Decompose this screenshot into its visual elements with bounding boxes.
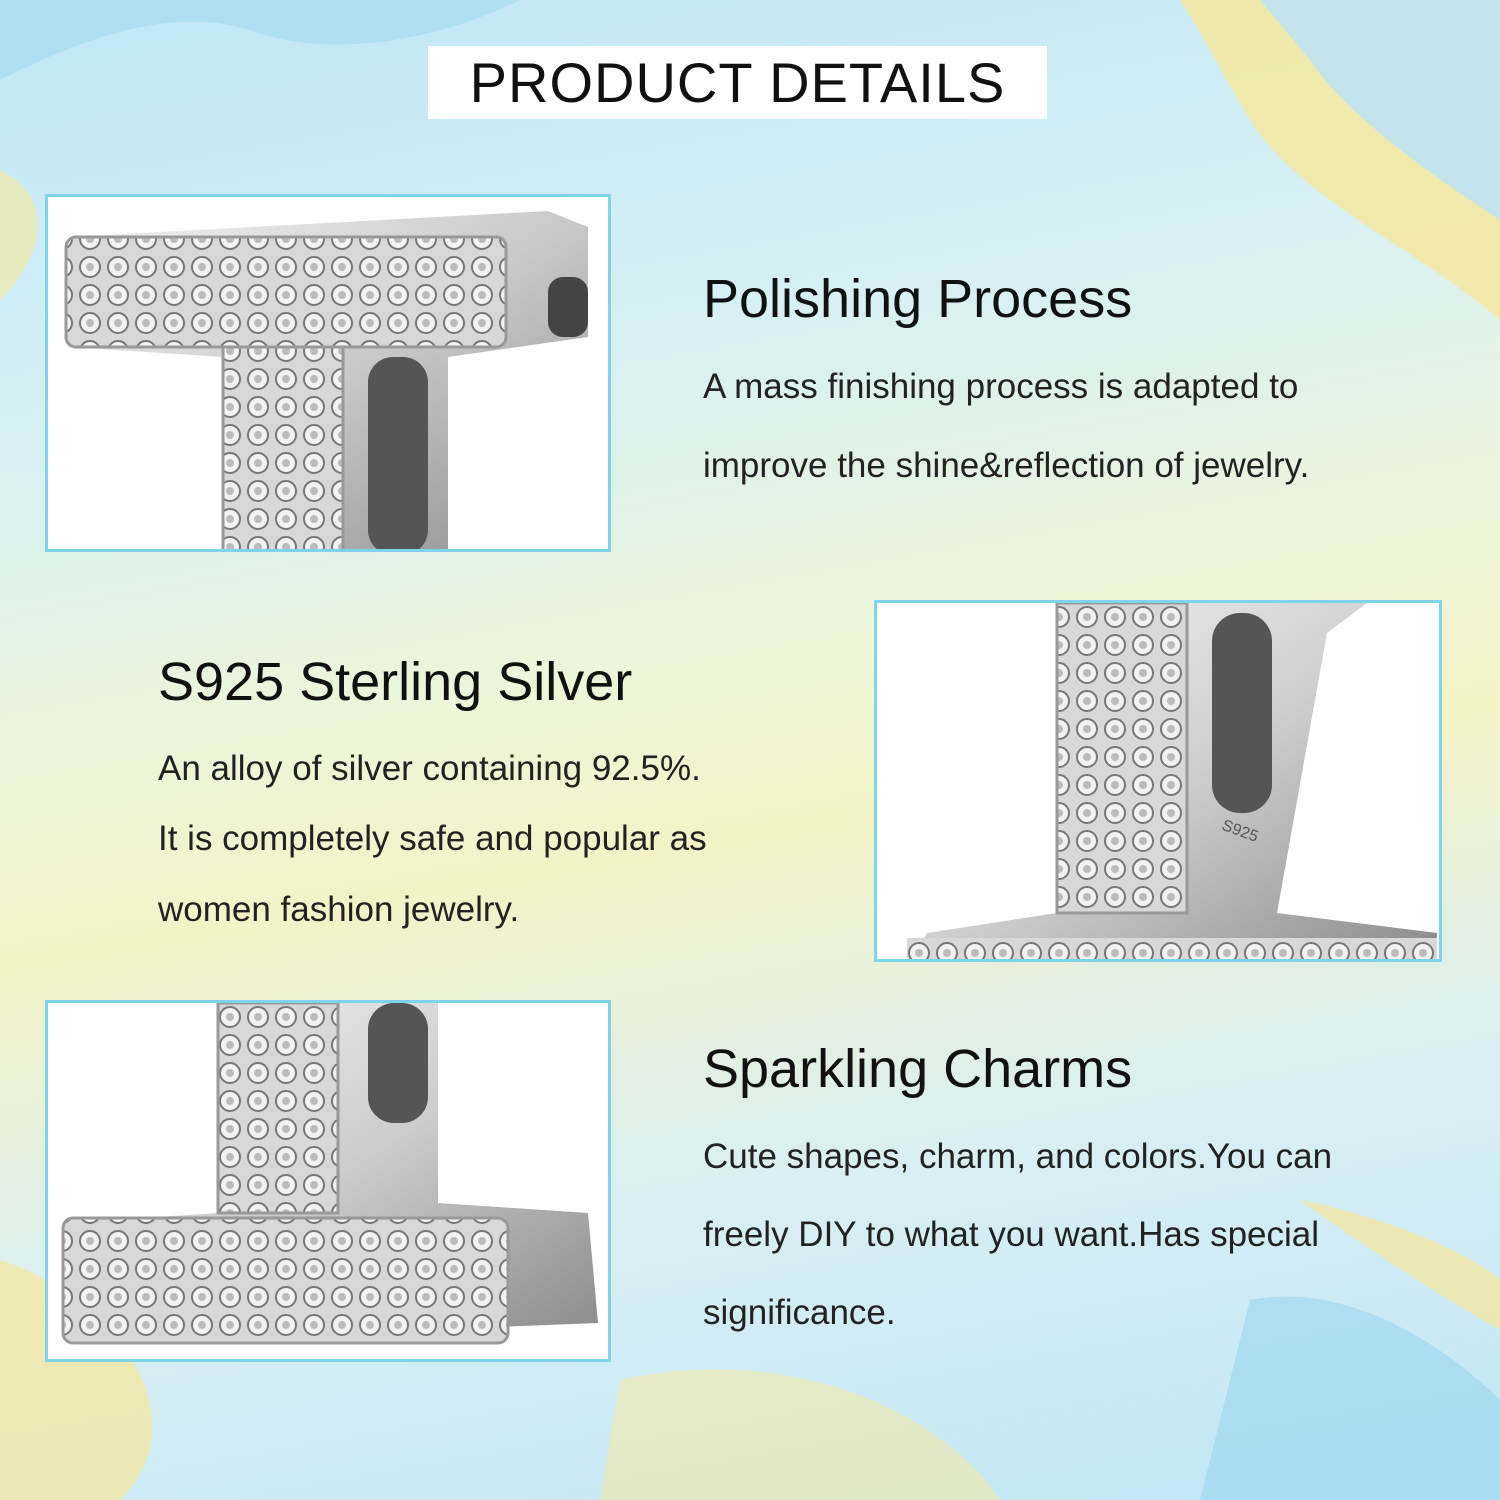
section-text-sparkling-line3: significance. xyxy=(703,1293,896,1332)
section-title-silver: S925 Sterling Silver xyxy=(158,652,633,712)
section-text-sparkling-line1: Cute shapes, charm, and colors.You can xyxy=(703,1137,1333,1176)
section-text-polishing-line2: improve the shine&reflection of jewelry. xyxy=(703,446,1310,485)
letter-t-charm-bottom-icon: S925 xyxy=(61,1003,598,1345)
page-title: PRODUCT DETAILS xyxy=(469,51,1006,114)
section-text-polishing-line1: A mass finishing process is adapted to xyxy=(703,367,1299,406)
section-text-silver-line3: women fashion jewelry. xyxy=(158,890,520,929)
section-text-silver-line2: It is completely safe and popular as xyxy=(158,819,707,858)
section-text-silver-line1: An alloy of silver containing 92.5%. xyxy=(158,749,701,788)
title-banner: PRODUCT DETAILS xyxy=(428,46,1047,119)
charm-photo-middle: S925 xyxy=(874,600,1442,962)
section-title-sparkling: Sparkling Charms xyxy=(703,1039,1133,1099)
letter-t-charm-icon xyxy=(64,211,588,549)
charm-photo-bottom: S925 xyxy=(45,1000,611,1362)
section-title-polishing: Polishing Process xyxy=(703,269,1133,329)
charm-photo-top xyxy=(45,194,611,552)
letter-t-charm-stem-icon: S925 xyxy=(907,603,1437,959)
section-text-sparkling-line2: freely DIY to what you want.Has special xyxy=(703,1215,1320,1254)
